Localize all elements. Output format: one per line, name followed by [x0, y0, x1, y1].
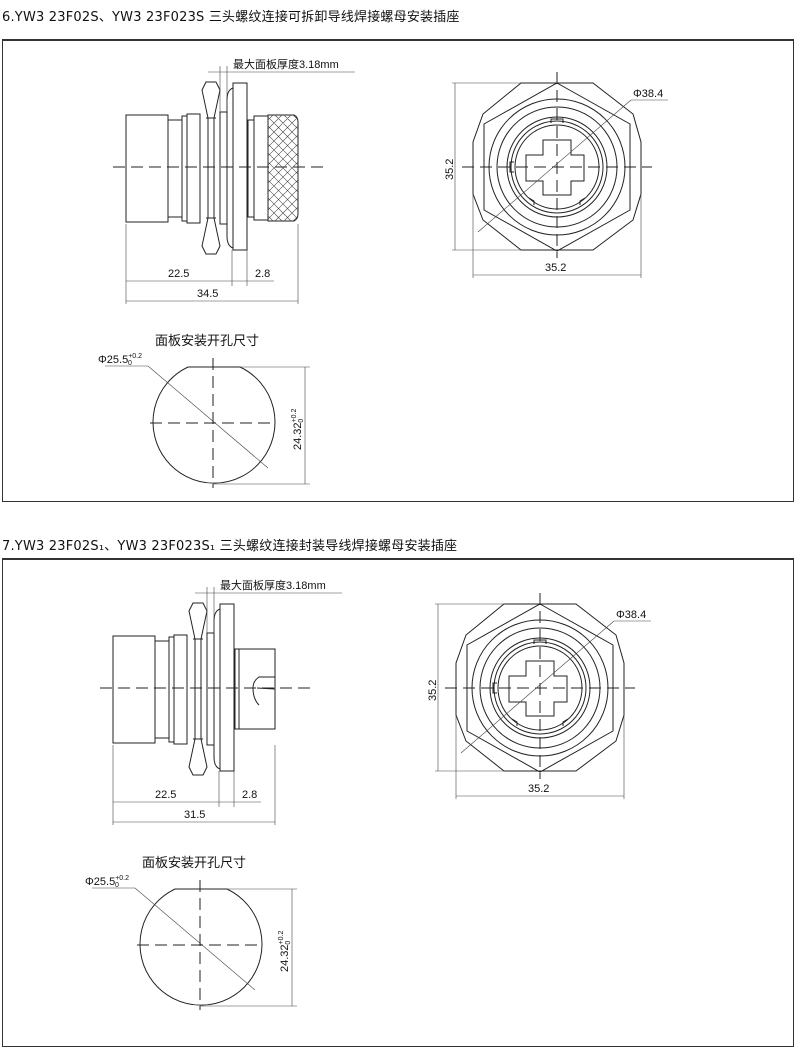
side-dimensions: 22.5 2.8 31.5 最大面板厚度3.18mm: [112, 578, 342, 825]
cutout-outline: [152, 366, 276, 484]
dim-height: 35.2: [427, 680, 439, 701]
solder-cup: [252, 676, 276, 706]
dim-total-length: 34.5: [197, 288, 218, 300]
side-view: [113, 81, 327, 255]
front-view: 35.2 35.2 Φ38.4: [444, 72, 668, 278]
dim-diameter: Φ38.4: [633, 88, 663, 100]
hex-nut: [188, 602, 208, 776]
dim-width: 35.2: [545, 262, 566, 274]
dim-width: 35.2: [528, 783, 549, 795]
knurled-cap: [267, 114, 299, 222]
panel-thickness-label: 最大面板厚度3.18mm: [220, 578, 326, 592]
section-7-title: 7.YW3 23F02S₁、YW3 23F023S₁ 三头螺纹连接封装导线焊接螺…: [2, 539, 458, 554]
section-6-frame: [2, 39, 794, 502]
dim-body-length: 22.5: [155, 789, 176, 801]
dim-flange-thickness: 2.8: [242, 789, 257, 801]
cutout-outline: [139, 888, 263, 1006]
side-dimensions: 22.5 2.8 34.5 最大面板厚度3.18mm: [125, 57, 355, 304]
front-view: 35.2 35.2 Φ38.4: [427, 593, 651, 799]
cutout-flat-dimension: 24.32+0.20: [291, 409, 305, 450]
cutout-flat-dimension: 24.32+0.20: [278, 931, 292, 972]
dim-diameter: Φ38.4: [616, 609, 646, 621]
contact-cross: [525, 139, 585, 196]
panel-thickness-label: 最大面板厚度3.18mm: [233, 57, 339, 71]
side-view: [100, 602, 314, 776]
cutout-title: 面板安装开孔尺寸: [155, 333, 259, 348]
hex-nut: [201, 81, 221, 255]
dim-total-length: 31.5: [184, 809, 205, 821]
dim-flange-thickness: 2.8: [255, 268, 270, 280]
dim-height: 35.2: [444, 159, 456, 180]
hex-nut-outline: [483, 82, 631, 252]
section-7-frame: [2, 558, 794, 1047]
contact-cross: [508, 660, 568, 717]
hex-nut-outline: [466, 603, 614, 773]
octagon-flange: [455, 603, 625, 772]
octagon-flange: [472, 82, 642, 251]
section-6-title: 6.YW3 23F02S、YW3 23F023S 三头螺纹连接可拆卸导线焊接螺母…: [2, 10, 460, 25]
cutout-title: 面板安装开孔尺寸: [142, 855, 246, 870]
dim-body-length: 22.5: [168, 268, 189, 280]
